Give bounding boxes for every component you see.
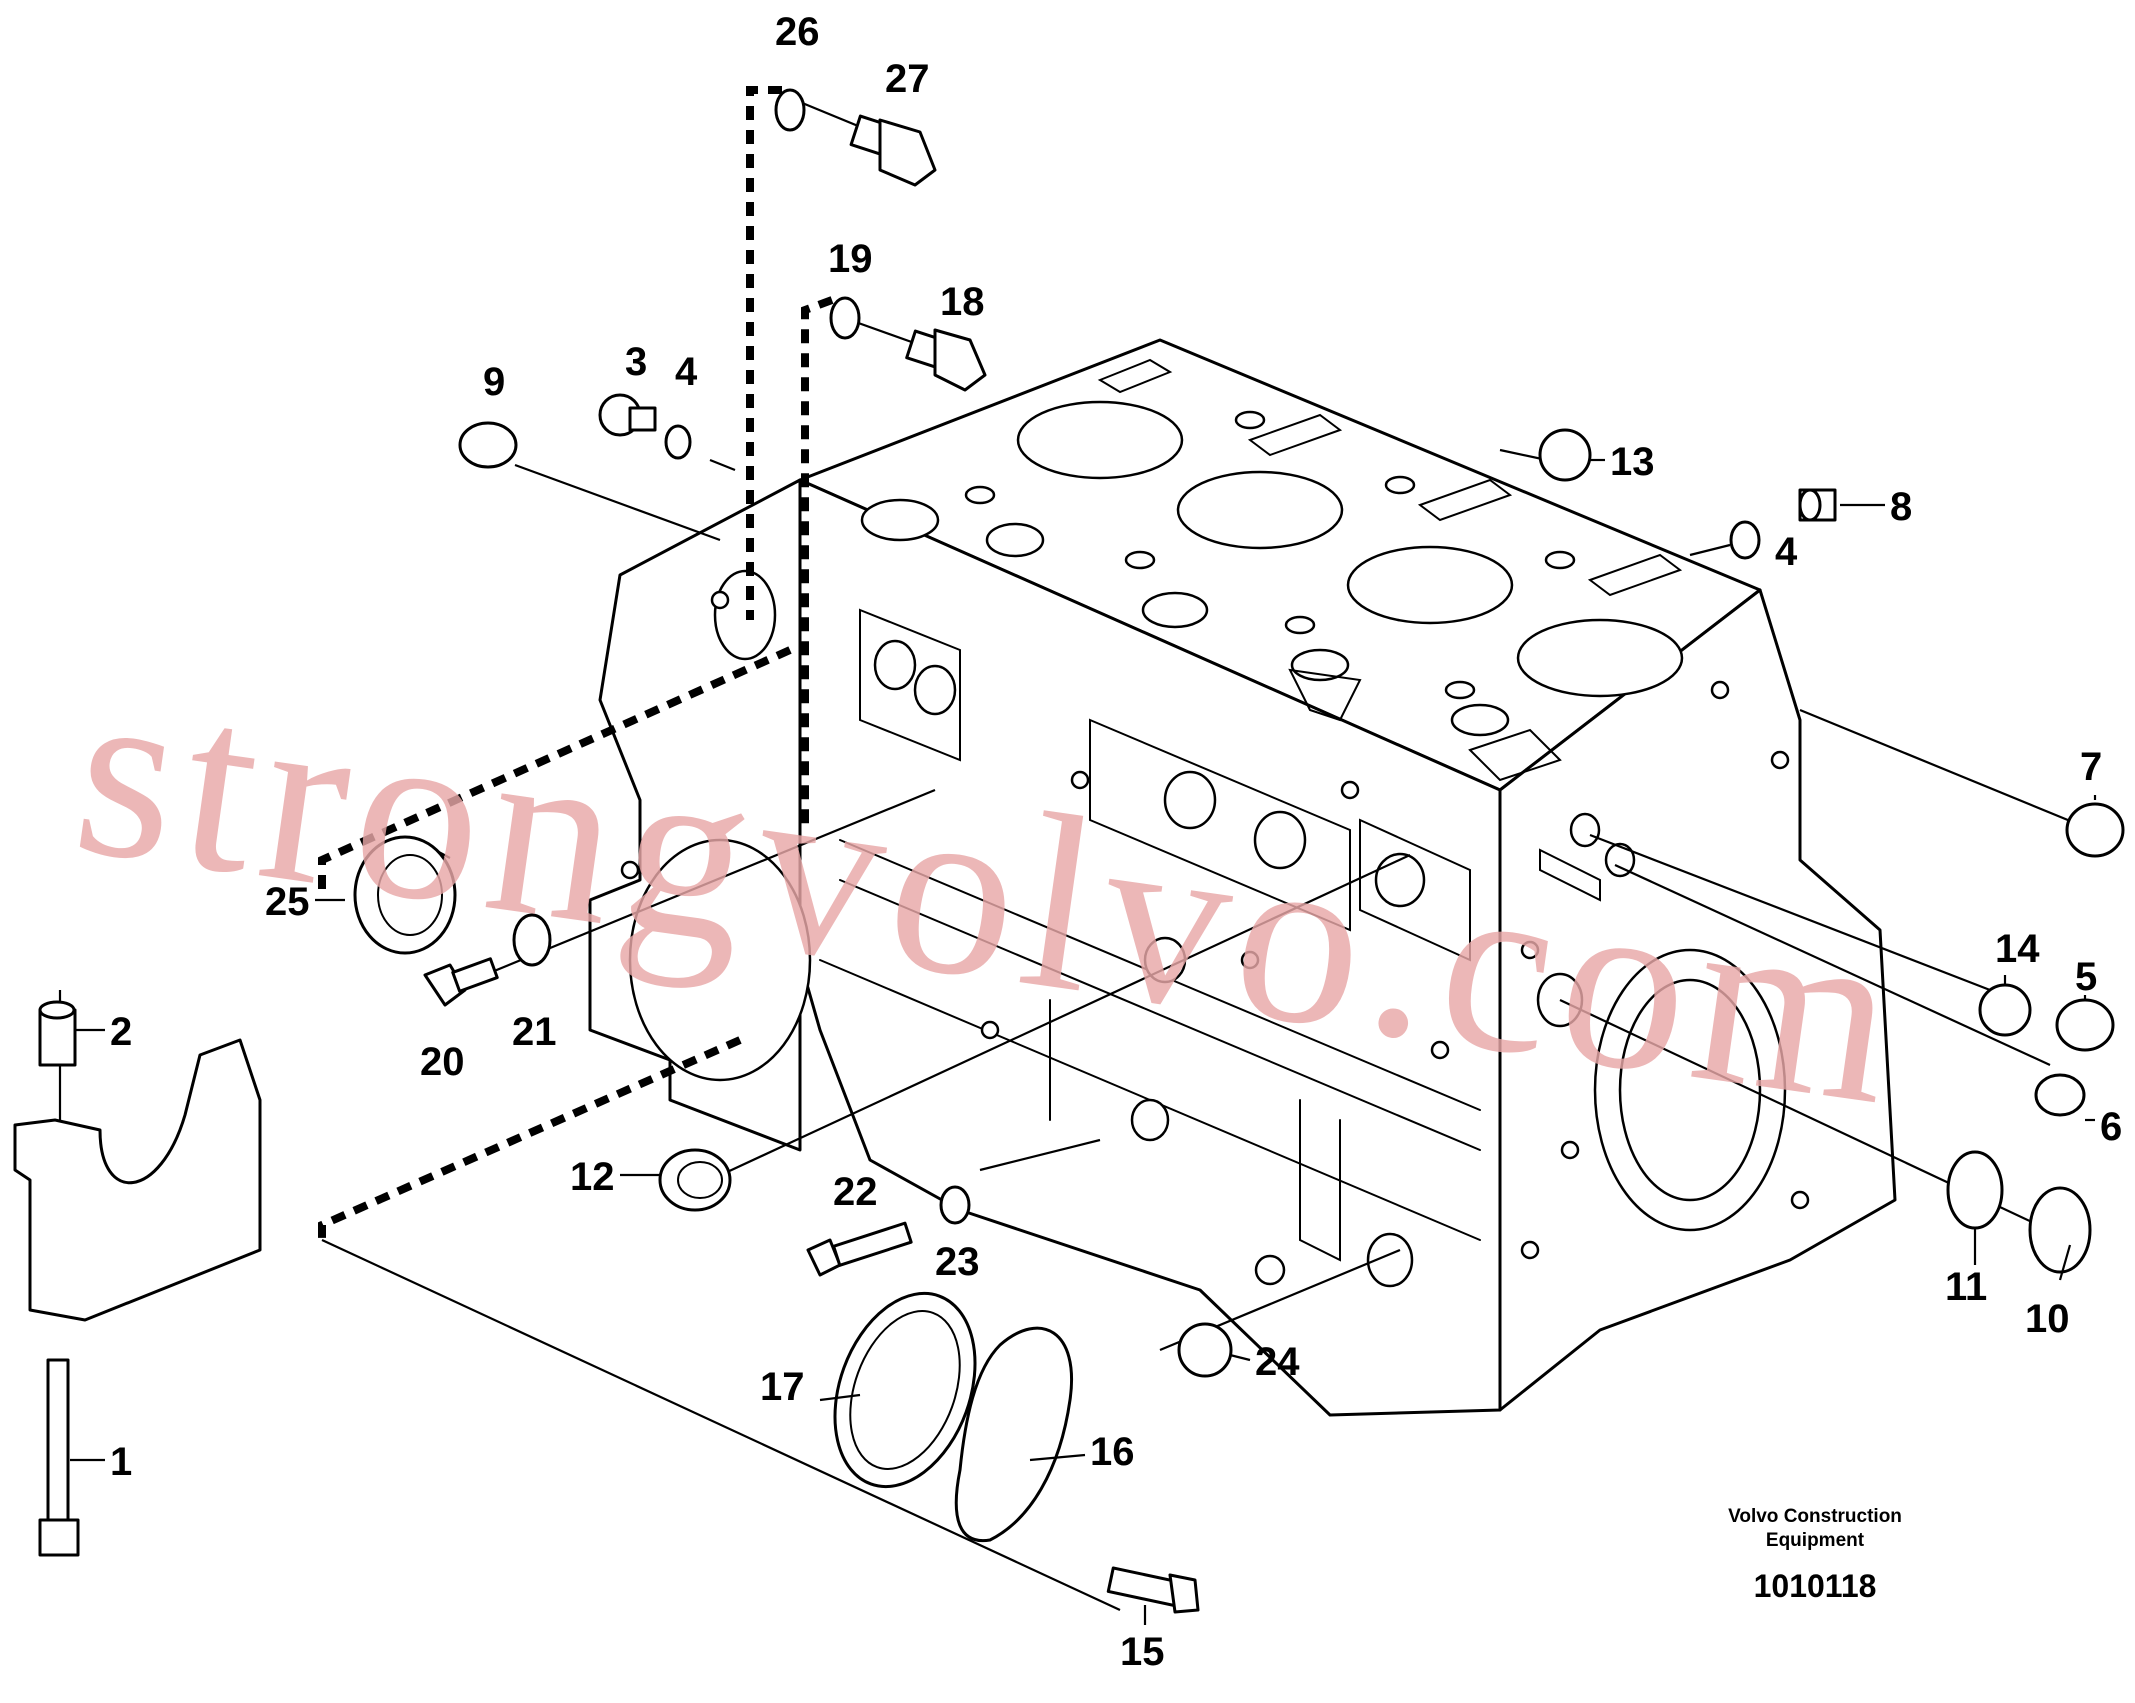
seal-11 [1946, 1150, 2004, 1230]
credit-line-1: Volvo Construction [1728, 1506, 1902, 1527]
callout-8: 8 [1890, 485, 1912, 529]
callout-18: 18 [940, 280, 985, 324]
callout-5: 5 [2075, 955, 2097, 999]
callout-10: 10 [2025, 1297, 2070, 1341]
callout-20: 20 [420, 1040, 465, 1084]
cap-14 [1978, 983, 2032, 1037]
callout-21: 21 [512, 1010, 557, 1054]
engine-block [588, 338, 1897, 1417]
plug-9 [458, 421, 518, 469]
callout-25: 25 [265, 880, 310, 924]
callout-numbers: 1 2 3 4 4 5 6 7 8 9 10 11 12 13 14 15 16… [110, 10, 2122, 1674]
callout-7: 7 [2080, 745, 2102, 789]
credit-line-2: Equipment [1766, 1530, 1865, 1551]
bolt-20 [423, 957, 499, 1007]
reference-number: 1010118 [1754, 1568, 1877, 1604]
callout-14: 14 [1995, 927, 2040, 971]
cover-plate-16 [954, 1326, 1073, 1543]
callout-13: 13 [1610, 440, 1655, 484]
callout-11: 11 [1945, 1265, 1987, 1309]
callout-24: 24 [1255, 1340, 1300, 1384]
callout-4-right: 4 [1775, 530, 1798, 574]
bolt-1 [38, 1358, 80, 1557]
washer-19 [829, 296, 861, 340]
bearing-cap [13, 1038, 262, 1322]
callout-12: 12 [570, 1155, 615, 1199]
washer-23 [939, 1185, 971, 1225]
plug-8 [1798, 488, 1837, 522]
washer-26 [774, 88, 806, 132]
plug-7 [2065, 802, 2125, 858]
callout-26: 26 [775, 10, 820, 54]
sleeve-2 [38, 1000, 77, 1067]
bolt-27 [849, 114, 937, 187]
callout-22: 22 [833, 1170, 878, 1214]
callout-2: 2 [110, 1010, 132, 1054]
seal-24 [1177, 1322, 1233, 1378]
oil-gallery-dashed-lines [318, 86, 834, 1245]
seal-12 [658, 1148, 732, 1212]
callout-6: 6 [2100, 1105, 2122, 1149]
callout-1: 1 [110, 1440, 132, 1484]
washer-4-right [1729, 520, 1761, 560]
callout-3: 3 [625, 340, 647, 384]
cap-13 [1538, 428, 1592, 482]
plug-3 [598, 393, 657, 437]
seal-10 [2028, 1186, 2092, 1274]
credit-block: Volvo Construction Equipment 1010118 [1728, 1506, 1902, 1604]
bolt-22 [806, 1221, 913, 1277]
callout-27: 27 [885, 57, 930, 101]
callout-16: 16 [1090, 1430, 1135, 1474]
plug-5 [2055, 998, 2115, 1052]
callout-ticks [70, 458, 2097, 1625]
washer-4-left [664, 424, 692, 460]
gasket-17 [833, 1291, 977, 1489]
callout-15: 15 [1120, 1630, 1165, 1674]
callout-4-left: 4 [675, 350, 698, 394]
callout-9: 9 [483, 360, 505, 404]
plug-6 [2034, 1073, 2086, 1117]
bolt-15 [1106, 1566, 1200, 1614]
component-parts [13, 88, 2125, 1614]
callout-17: 17 [760, 1365, 805, 1409]
callout-19: 19 [828, 237, 873, 281]
seal-25 [353, 835, 457, 955]
bolt-18 [905, 328, 987, 392]
washer-21 [512, 913, 552, 967]
callout-23: 23 [935, 1240, 980, 1284]
